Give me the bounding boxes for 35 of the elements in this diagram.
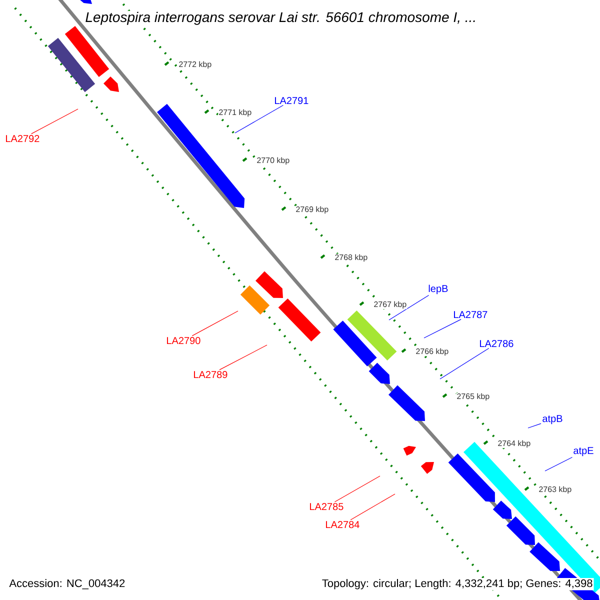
leader-line: [424, 319, 462, 338]
leader-line: [31, 108, 78, 134]
leader-line: [350, 494, 396, 520]
gene-label: LA2791: [275, 97, 308, 104]
scale-label: 2764 kbp: [497, 440, 532, 448]
gene-label: LA2792: [6, 135, 40, 142]
gene-label: atpB: [542, 415, 562, 424]
scale-label: 2763 kbp: [538, 486, 572, 494]
scale-label: 2766 kbp: [415, 348, 450, 356]
gene-label: lepB: [428, 284, 448, 294]
scale-label: 2769 kbp: [295, 206, 330, 214]
gene-label: LA2789: [194, 371, 228, 378]
gene-label: LA2786: [480, 340, 514, 348]
scale-label: 2767 kbp: [373, 300, 408, 310]
leader-line: [544, 456, 573, 472]
title: Leptospira interrogans serovar Lai str. 56601 chromosome I, ...: [84, 10, 478, 26]
gene-label: LA2787: [454, 311, 488, 318]
gene-label: LA2784: [326, 521, 360, 528]
scale-label: 2770 kbp: [256, 156, 290, 166]
leader-line: [440, 348, 490, 380]
scale-label: 2765 kbp: [456, 392, 490, 402]
scale-label: 2768 kbp: [334, 254, 368, 262]
leader-line: [192, 310, 238, 336]
gene-label: LA2790: [167, 337, 200, 344]
gene-label: atpE: [574, 447, 594, 456]
leader-line: [219, 344, 268, 370]
accession-text: Accession: NC_004342: [8, 578, 126, 590]
gene-label: LA2785: [310, 503, 344, 510]
leader-line: [388, 294, 430, 320]
leader-line: [528, 423, 542, 428]
leader-line: [334, 476, 380, 502]
leader-line: [234, 105, 284, 134]
topology-text: Topology: circular; Length: 4,332,241 bp; Genes: 4,398: [320, 578, 594, 590]
scale-label: 2771 kbp: [218, 108, 252, 118]
scale-label: 2772 kbp: [178, 60, 212, 70]
